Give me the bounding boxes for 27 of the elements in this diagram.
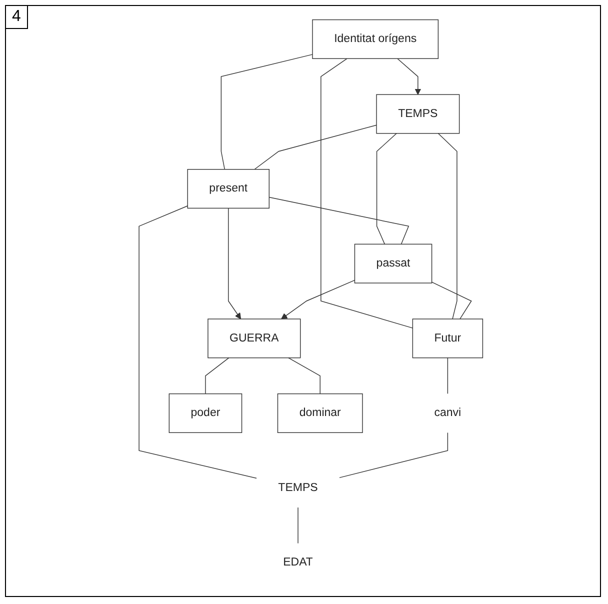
connector [432, 282, 472, 320]
arrow [228, 208, 242, 320]
node-box: Identitat orígens [312, 19, 439, 59]
connector [254, 124, 377, 170]
connector [138, 206, 258, 479]
connector [376, 133, 398, 245]
panel-number: 4 [6, 6, 28, 29]
node-text: EDAT [283, 556, 314, 569]
connector [288, 357, 321, 394]
node-box: GUERRA [208, 318, 301, 358]
node-text: canvi [434, 406, 462, 419]
connector [320, 58, 414, 328]
arrow [281, 280, 356, 320]
node-box: present [187, 169, 270, 209]
node-text: TEMPS [278, 482, 318, 494]
connector [268, 196, 410, 245]
connector [205, 357, 230, 394]
connector [447, 357, 448, 394]
arrow [397, 58, 422, 95]
node-box: Futur [412, 318, 484, 358]
node-box: dominar [278, 393, 363, 433]
connector [339, 432, 448, 478]
node-box: poder [168, 393, 242, 433]
connector [220, 54, 313, 170]
connector [438, 133, 458, 320]
node-box: TEMPS [376, 94, 460, 134]
node-box: passat [354, 244, 432, 284]
